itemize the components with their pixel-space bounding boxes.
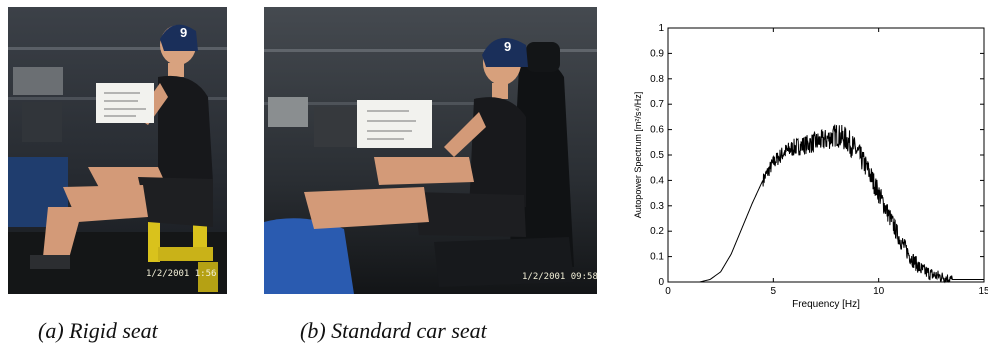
helmet-number: 9 [504,39,511,54]
chart-svg: 0 5 10 15 0 0.1 0.2 0.3 0.4 0.5 0.6 0.7 0.8 0.9 1 Freq… [633,23,990,310]
y-axis-label: Autopower Spectrum [m²/s⁴/Hz] [633,92,643,218]
y-tick-label: 0.6 [650,125,664,136]
rigid-seat-scene: 9 [8,7,227,294]
y-tick-label: 0.3 [650,201,664,212]
x-tick-label: 15 [978,286,988,297]
caption-rigid-seat: (a) Rigid seat [38,318,158,343]
y-tick-label: 0 [658,277,664,288]
y-tick-label: 1 [658,23,664,34]
y-tick-label: 0.1 [650,252,664,263]
y-tick-label: 0.7 [650,99,664,110]
series-line [668,124,984,284]
helmet-number: 9 [180,25,187,40]
photo-standard-car-seat: 9 1/2/2001 09:58 [264,7,597,294]
y-tick-label: 0.2 [650,226,664,237]
x-axis-label: Frequency [Hz] [792,299,860,310]
caption-standard-car-seat: (b) Standard car seat [300,318,487,343]
autopower-spectrum-chart: 0 5 10 15 0 0.1 0.2 0.3 0.4 0.5 0.6 0.7 0.8 0.9 1 Freq… [628,8,990,318]
car-seat-scene: 9 [264,7,597,294]
x-tick-label: 10 [873,286,885,297]
x-tick-label: 5 [771,286,777,297]
plot-area [667,27,985,283]
y-tick-label: 0.9 [650,48,664,59]
x-tick-label: 0 [665,286,671,297]
timestamp-b: 1/2/2001 09:58 [522,272,597,282]
y-tick-label: 0.5 [650,150,664,161]
photo-rigid-seat: 9 1/2/2001 1:56 [8,7,227,294]
y-tick-label: 0.8 [650,74,664,85]
y-tick-label: 0.4 [650,175,664,186]
timestamp-a: 1/2/2001 1:56 [146,269,217,279]
